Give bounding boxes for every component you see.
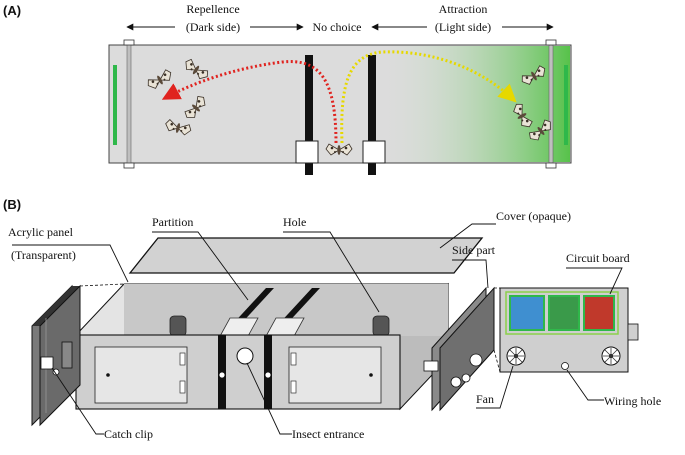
side-part-hole xyxy=(461,373,471,383)
clip-pin xyxy=(52,368,60,376)
yellow-attraction-path xyxy=(340,50,517,144)
partition-label: Partition xyxy=(152,215,193,229)
handle xyxy=(179,352,186,366)
panel-a-label: (A) xyxy=(3,3,21,18)
front-panel-right xyxy=(288,346,382,404)
insect-entrance-label: Insect entrance xyxy=(292,427,364,441)
fan-icon xyxy=(506,346,526,366)
hole xyxy=(169,315,187,337)
explode-line xyxy=(493,349,501,373)
screw xyxy=(369,373,373,377)
acrylic-panel-label: Acrylic panel xyxy=(8,225,74,239)
knob xyxy=(218,371,226,379)
explode-line xyxy=(79,283,125,287)
cover-label: Cover (opaque) xyxy=(496,209,571,223)
right-rod-cap-bottom xyxy=(545,162,557,169)
fan-label: Fan xyxy=(476,392,494,406)
light-gradient xyxy=(372,46,570,162)
side-part-hole xyxy=(469,353,483,367)
hole xyxy=(372,315,390,337)
leader-lines xyxy=(12,223,623,435)
panel-b: (B) xyxy=(3,197,661,441)
panel-b-label: (B) xyxy=(3,197,21,212)
handle xyxy=(290,380,297,394)
red-repellence-path xyxy=(161,60,338,144)
side-clip xyxy=(423,360,439,372)
left-partition xyxy=(305,55,313,175)
right-partition xyxy=(368,55,376,175)
left-rod xyxy=(126,43,132,165)
clip-plate xyxy=(61,341,73,369)
insect-entrance xyxy=(236,347,254,365)
right-led-strip xyxy=(564,65,568,145)
right-rod xyxy=(548,43,554,165)
dark-side-label: (Dark side) xyxy=(186,20,240,34)
cover-opaque xyxy=(128,237,484,274)
catch-clip xyxy=(40,356,54,370)
attraction-label: Attraction xyxy=(439,2,488,16)
circuit-board-label: Circuit board xyxy=(566,251,630,265)
board-tab xyxy=(627,323,639,341)
left-side-panel-top xyxy=(32,286,80,326)
fan-icon xyxy=(601,346,621,366)
left-rod-cap-bottom xyxy=(123,162,135,169)
left-gate xyxy=(295,140,319,164)
left-rod-cap-top xyxy=(123,39,135,46)
screw xyxy=(106,373,110,377)
right-rod-cap-top xyxy=(545,39,557,46)
repellence-label: Repellence xyxy=(186,2,239,16)
panel-a: (A) Repellence (Dark side) No choice Att… xyxy=(3,2,572,175)
light-side-label: (Light side) xyxy=(435,20,491,34)
hole-label: Hole xyxy=(283,215,306,229)
side-part-label: Side part xyxy=(452,243,496,257)
catch-clip-label: Catch clip xyxy=(104,427,153,441)
side-part-hole xyxy=(450,376,462,388)
left-led-strip xyxy=(113,65,117,145)
wiring-hole xyxy=(561,362,569,370)
knob xyxy=(264,371,272,379)
right-gate xyxy=(362,140,386,164)
wiring-hole-label: Wiring hole xyxy=(604,394,661,408)
front-panel-left xyxy=(94,346,188,404)
no-choice-label: No choice xyxy=(313,20,362,34)
transparent-label: (Transparent) xyxy=(11,248,76,262)
led-array xyxy=(505,291,619,335)
handle xyxy=(179,380,186,394)
handle xyxy=(290,352,297,366)
left-side-panel xyxy=(39,284,81,427)
